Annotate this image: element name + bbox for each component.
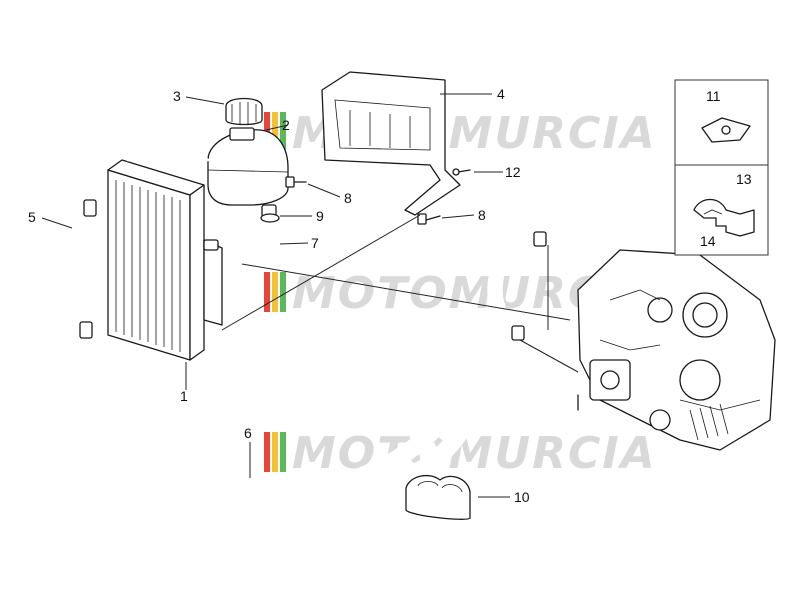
- breather-tube: [126, 126, 210, 162]
- engine-cooling-fins: [689, 403, 729, 441]
- callout-7: 7: [311, 235, 319, 251]
- hose-clamp: [83, 199, 97, 217]
- engine-upper-hose: [487, 231, 548, 341]
- callout-9: 9: [316, 208, 324, 224]
- watermark-stripe-green: [280, 112, 286, 152]
- callout-11: 11: [706, 88, 721, 104]
- leader-lines: [41, 93, 579, 498]
- screw-8-upper: [285, 176, 307, 188]
- callout-8-upper: 8: [344, 190, 352, 206]
- callout-14: 14: [700, 233, 716, 249]
- callout-labels: 1 2 3 4 5 6 7 8 8 9 10 11 12 13 14: [28, 86, 752, 505]
- watermark-stripe-yellow: [272, 112, 278, 152]
- hose-clamp-13: [693, 198, 755, 237]
- hose-clamp: [511, 325, 525, 341]
- callout-10: 10: [514, 489, 530, 505]
- hose-clip-10: [405, 474, 471, 520]
- engine-block: [577, 249, 776, 451]
- inset-box-clip-nut: [674, 79, 769, 166]
- hose-5-lower: [411, 377, 577, 479]
- callout-12: 12: [505, 164, 521, 180]
- callout-5: 5: [28, 209, 36, 225]
- watermark-text: MOTOMURCIA: [292, 428, 657, 479]
- watermark-stripe-red: [264, 432, 270, 472]
- radiator-inlet: [203, 239, 219, 251]
- support-bracket: [321, 71, 461, 216]
- callout-2: 2: [282, 117, 290, 133]
- radiator-fins: [115, 180, 181, 352]
- watermark-stripe-yellow: [272, 272, 278, 312]
- callout-3: 3: [173, 88, 181, 104]
- hose-7: [229, 217, 275, 269]
- callout-1: 1: [180, 388, 188, 404]
- hose-clamp-9: [260, 213, 280, 223]
- expansion-tank: [207, 127, 289, 218]
- expansion-tank-cap: [225, 97, 263, 126]
- watermark-stripe-green: [280, 272, 286, 312]
- callout-6: 6: [244, 425, 252, 441]
- inset-box-clamp: [674, 164, 769, 256]
- callout-4: 4: [497, 86, 505, 102]
- screw-8-lower: [417, 213, 441, 225]
- screw-12: [452, 168, 471, 176]
- hose-5: [38, 203, 429, 521]
- watermark-stripe-yellow: [272, 432, 278, 472]
- callout-13: 13: [736, 171, 752, 187]
- hose-clamp: [533, 231, 547, 247]
- callout-8-lower: 8: [478, 207, 486, 223]
- radiator-bracket: [203, 239, 223, 326]
- hose-6: [62, 336, 487, 507]
- tank-neck: [229, 127, 255, 141]
- hose-clamp: [79, 321, 93, 339]
- radiator: [79, 159, 223, 361]
- watermark-stripe-green: [280, 432, 286, 472]
- watermark-stripe-red: [264, 272, 270, 312]
